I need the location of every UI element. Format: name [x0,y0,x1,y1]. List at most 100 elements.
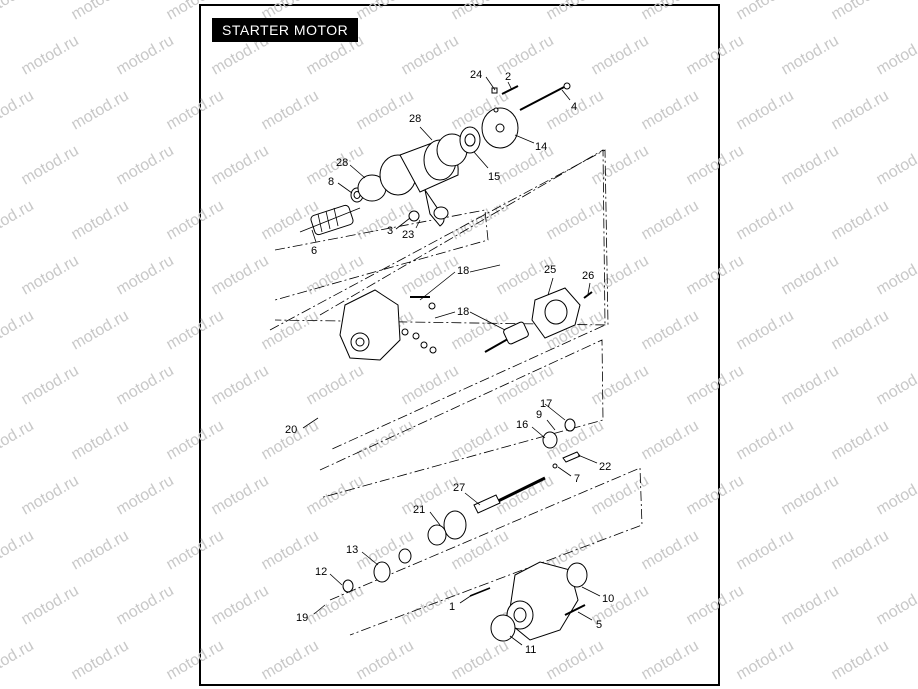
watermark-text: motod.ru [354,637,417,683]
watermark-text: motod.ru [639,637,702,683]
watermark-text: motod.ru [209,582,272,628]
screw-part-26 [583,291,593,299]
watermark-text: motod.ru [874,32,918,78]
watermark-text: motod.ru [684,142,747,188]
watermark-text: motod.ru [874,582,918,628]
watermark-text: motod.ru [829,307,892,353]
watermark-text: motod.ru [589,32,652,78]
watermark-text: motod.ru [734,417,797,463]
plunger-part [484,321,529,353]
watermark-text: motod.ru [0,417,37,463]
watermark-text: motod.ru [779,362,842,408]
watermark-text: motod.ru [304,582,367,628]
watermark-text: motod.ru [874,362,918,408]
watermark-text: motod.ru [684,32,747,78]
callout-6: 6 [311,245,317,257]
watermark-text: motod.ru [734,307,797,353]
watermark-text: motod.ru [449,0,512,23]
callout-11: 11 [525,644,536,656]
watermark-text: motod.ru [734,527,797,573]
housing-part-20 [339,289,401,361]
callout-1: 1 [449,601,455,613]
watermark-text: motod.ru [69,0,132,23]
watermark-text: motod.ru [734,87,797,133]
diagram-frame [199,4,720,686]
callout-25: 25 [544,264,556,276]
callout-15: 15 [488,171,500,183]
bolt-part-5 [564,604,586,616]
watermark-text: motod.ru [684,252,747,298]
watermark-text: motod.ru [114,252,177,298]
callout-22: 22 [599,461,611,473]
watermark-text: motod.ru [449,417,512,463]
watermark-text: motod.ru [639,0,702,23]
callout-labels: 1 2 3 4 5 6 7 8 9 10 11 12 13 14 15 16 1… [285,69,614,656]
watermark-text: motod.ru [209,142,272,188]
watermark-text: motod.ru [399,362,462,408]
watermark-text: motod.ru [19,142,82,188]
callout-24: 24 [470,69,482,81]
watermark-text: motod.ru [684,582,747,628]
watermark-text: motod.ru [779,32,842,78]
watermark-text: motod.ru [779,142,842,188]
watermark-text: motod.ru [114,472,177,518]
watermark-text: motod.ru [19,582,82,628]
watermark-text: motod.ru [304,472,367,518]
watermark-text: motod.ru [734,0,797,23]
watermark-text: motod.ru [639,87,702,133]
watermark-text: motod.ru [19,252,82,298]
watermark-text: motod.ru [0,87,37,133]
watermark-text: motod.ru [209,472,272,518]
watermark-text: motod.ru [114,582,177,628]
watermark-text: motod.ru [69,307,132,353]
brush-holder-part [459,126,481,154]
leader-lines [302,76,601,646]
watermark-text: motod.ru [0,527,37,573]
watermark-text: motod.ru [19,472,82,518]
watermark-text: motod.ru [0,0,37,23]
watermark-text: motod.ru [19,362,82,408]
watermark-text: motod.ru [494,32,557,78]
watermark-text: motod.ru [874,252,918,298]
watermark-text: motod.ru [164,527,227,573]
watermark-text: motod.ru [779,472,842,518]
watermark-text: motod.ru [0,307,37,353]
watermark-text: motod.ru [164,417,227,463]
watermark-text: motod.ru [874,142,918,188]
pinion-parts [542,418,581,469]
callout-17: 17 [540,398,552,410]
drive-shaft-parts [342,476,546,593]
watermark-text: motod.ru [354,0,417,23]
watermark-text: motod.ru [544,0,607,23]
watermark-text: motod.ru [69,637,132,683]
callout-16: 16 [516,419,528,431]
watermark-text: motod.ru [874,472,918,518]
watermark-text: motod.ru [114,142,177,188]
callout-28b: 28 [409,113,421,125]
watermark-text: motod.ru [829,197,892,243]
watermark-text: motod.ru [19,32,82,78]
pin-part-1 [469,587,491,597]
watermark-text: motod.ru [209,362,272,408]
watermark-text: motod.ru [164,307,227,353]
watermark-text: motod.ru [589,142,652,188]
watermark-text: motod.ru [0,637,37,683]
screw-part-2 [501,85,519,95]
diagram-title: STARTER MOTOR [212,18,359,42]
watermark-text: motod.ru [829,87,892,133]
watermark-text: motod.ru [544,197,607,243]
watermark-text: motod.ru [354,87,417,133]
callout-18a: 18 [457,265,469,277]
watermark-text: motod.ru [209,252,272,298]
callout-20: 20 [285,424,297,436]
watermark-text: motod.ru [684,472,747,518]
solenoid-cover-part-25 [531,287,581,339]
watermark-text: motod.ru [0,197,37,243]
callout-21: 21 [413,504,425,516]
watermark-text: motod.ru [304,252,367,298]
watermark-text: motod.ru [639,307,702,353]
callout-27: 27 [453,482,465,494]
end-cover-part [481,107,519,149]
armature-part [299,204,361,236]
callout-13: 13 [346,544,358,556]
